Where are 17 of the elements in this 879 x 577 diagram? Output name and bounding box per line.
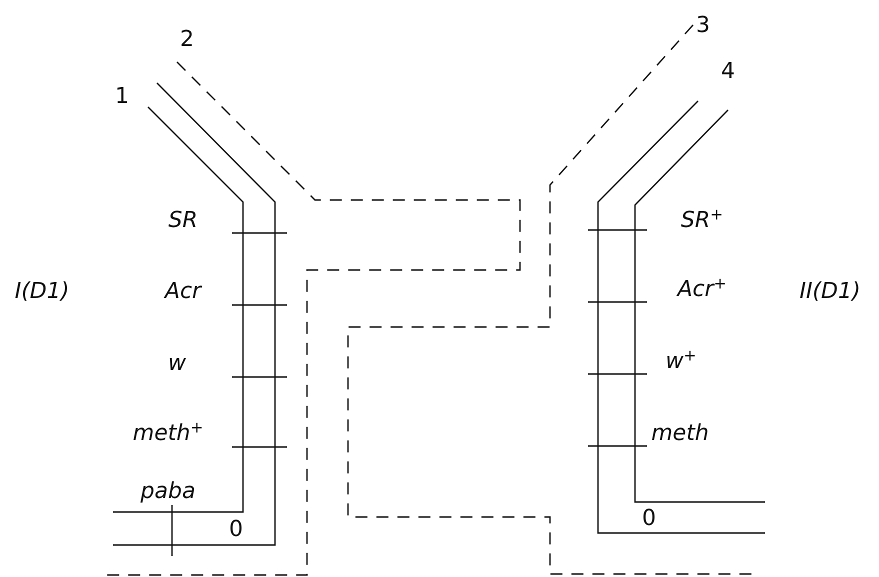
locus-label: 2 bbox=[180, 29, 194, 51]
locus-label: meth bbox=[651, 423, 709, 445]
locus-label: I(D1) bbox=[14, 281, 70, 303]
locus-label: SR bbox=[168, 210, 198, 232]
locus-label: 0 bbox=[229, 519, 243, 541]
locus-label: SR$^{+}$ bbox=[680, 210, 724, 232]
locus-label: Acr$^{+}$ bbox=[677, 279, 727, 301]
locus-label: 0 bbox=[642, 508, 656, 530]
locus-label: 3 bbox=[696, 15, 710, 37]
locus-label: paba bbox=[140, 481, 196, 503]
locus-label: 4 bbox=[721, 61, 735, 83]
locus-label: Acr bbox=[164, 281, 202, 303]
locus-label: II(D1) bbox=[799, 281, 861, 303]
locus-label: w bbox=[168, 353, 186, 375]
locus-label: meth$^{+}$ bbox=[132, 423, 204, 445]
locus-label: 1 bbox=[115, 86, 129, 108]
locus-label: w$^{+}$ bbox=[666, 351, 696, 373]
